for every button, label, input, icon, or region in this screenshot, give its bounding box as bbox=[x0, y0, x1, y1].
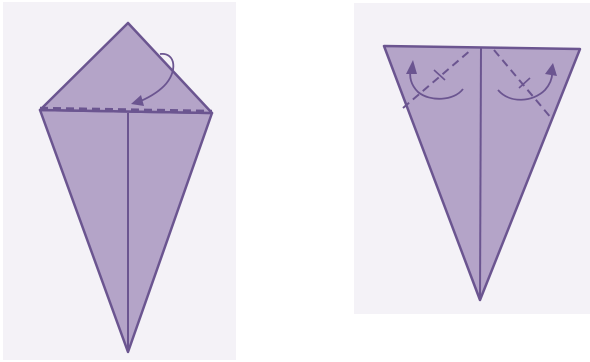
step-2-figure bbox=[384, 46, 580, 300]
step-1-figure bbox=[40, 23, 212, 352]
kite-body bbox=[40, 110, 212, 352]
triangle-body bbox=[384, 46, 580, 300]
top-flap bbox=[40, 23, 212, 113]
center-crease bbox=[480, 47, 481, 300]
